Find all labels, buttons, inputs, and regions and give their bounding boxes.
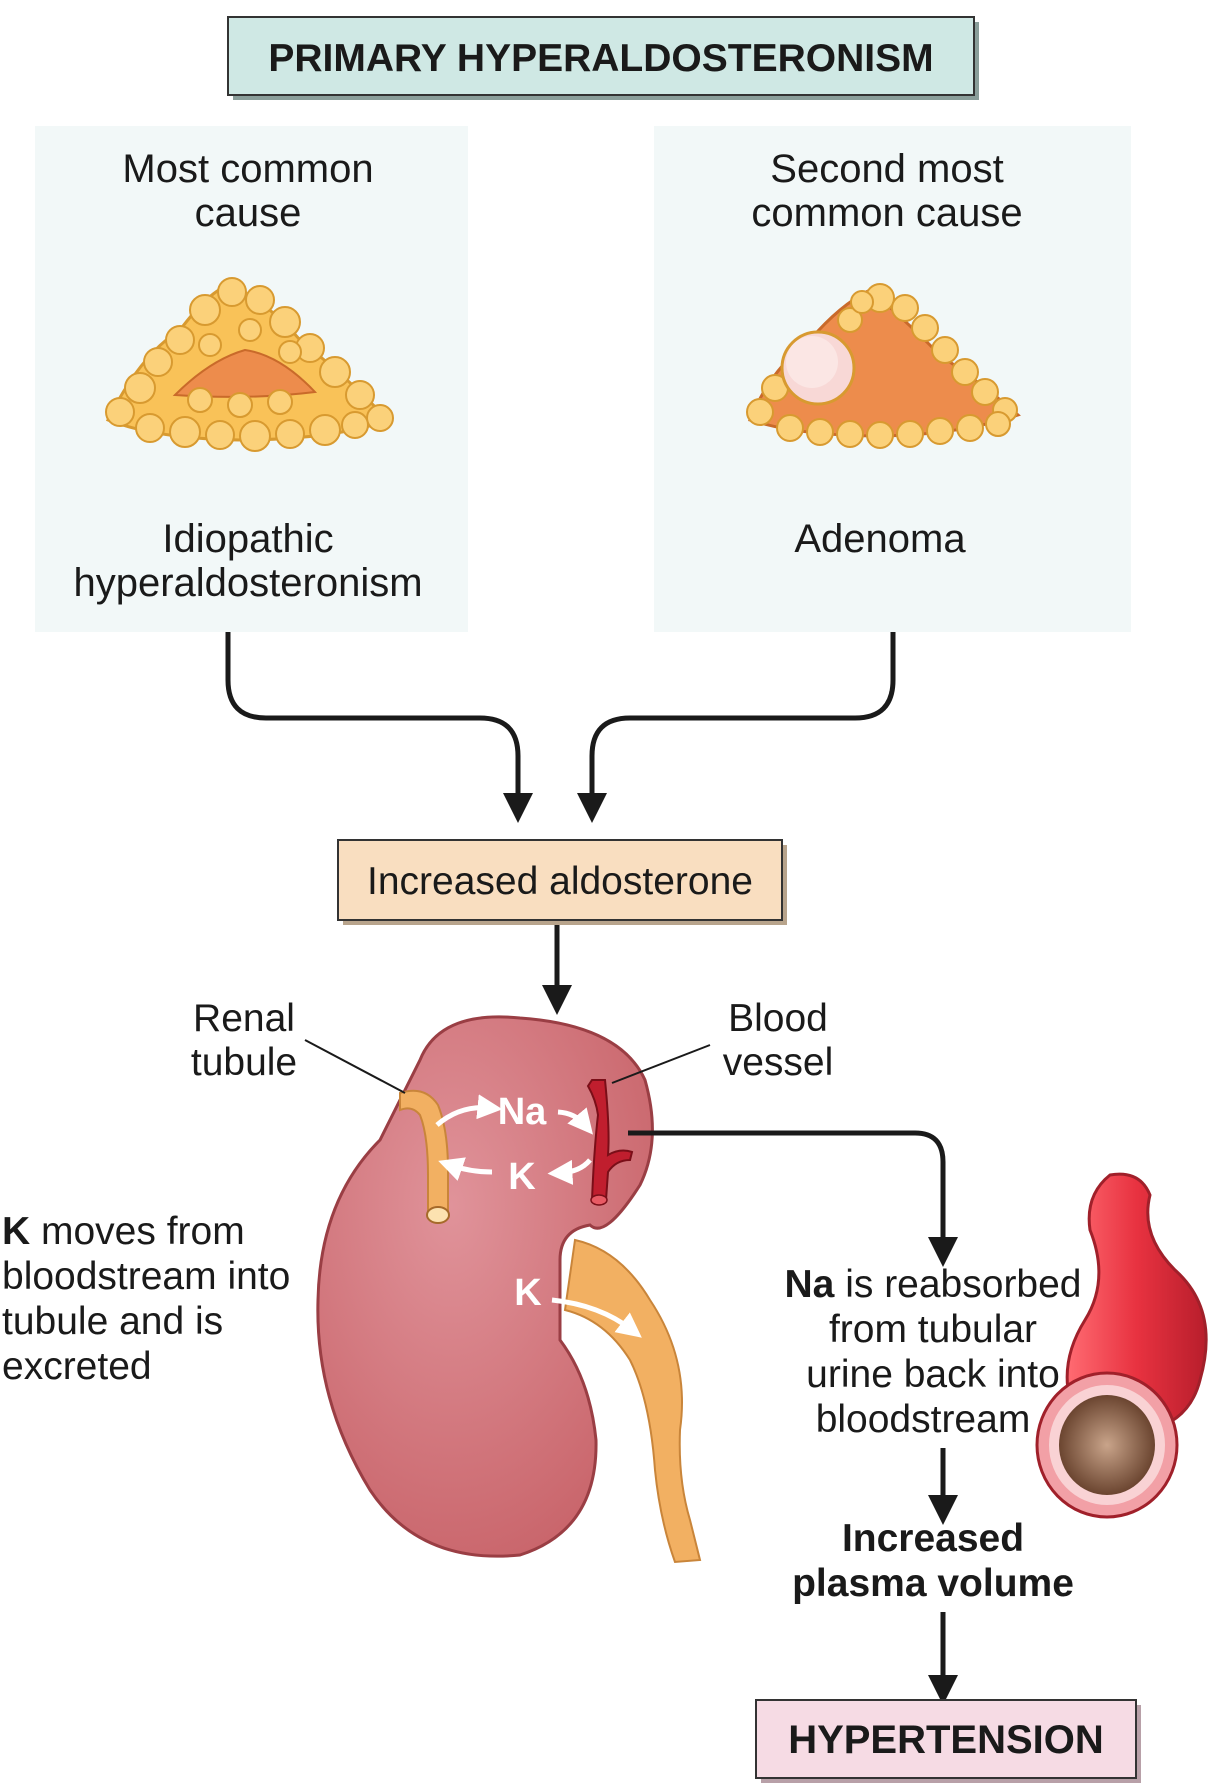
right-cause-panel: Second most common cause Adenoma — [654, 126, 1131, 632]
na-note-line1: Na is reabsorbed — [785, 1263, 1082, 1306]
k-excretion-note: K moves from bloodstream into tubule and… — [2, 1210, 290, 1388]
na-note-line3: urine back into — [806, 1353, 1060, 1396]
k-note-line2: bloodstream into — [2, 1255, 290, 1298]
blood-vessel-label-line1: Blood — [728, 997, 828, 1040]
kidney-illustration: Na K K — [316, 1015, 702, 1564]
converging-arrows — [225, 632, 896, 823]
blood-vessel-label-line2: vessel — [723, 1041, 834, 1084]
renal-tubule-leader — [304, 1039, 406, 1094]
k-bottom-label: K — [514, 1272, 542, 1314]
blood-vessel-illustration — [586, 1079, 634, 1206]
increased-aldosterone-box: Increased aldosterone — [337, 839, 787, 925]
right-panel-heading-line2: common cause — [751, 191, 1022, 235]
adenoma-adrenal-illustration — [746, 283, 1021, 449]
idiopathic-adrenal-illustration — [105, 277, 394, 452]
renal-tubule-label-line2: tubule — [191, 1041, 297, 1084]
blood-vessel-cross-section — [1035, 1172, 1208, 1519]
renal-tubule-illustration — [399, 1089, 450, 1224]
increased-plasma-volume-note: Increased plasma volume — [792, 1517, 1074, 1605]
title-box: PRIMARY HYPERALDOSTERONISM — [227, 16, 979, 100]
increased-aldosterone-label: Increased aldosterone — [367, 860, 753, 903]
na-note-line4: bloodstream — [816, 1398, 1031, 1441]
renal-tubule-label-line1: Renal — [193, 997, 295, 1040]
vessel-to-na-note-arrow — [628, 1130, 958, 1267]
na-note-line2: from tubular — [829, 1308, 1037, 1351]
hypertension-label: HYPERTENSION — [788, 1718, 1104, 1762]
k-note-line4: excreted — [2, 1345, 152, 1388]
k-note-line3: tubule and is — [2, 1300, 223, 1343]
na-label: Na — [498, 1091, 547, 1133]
hypertension-box: HYPERTENSION — [755, 1699, 1141, 1783]
k-note-line1: K moves from — [2, 1210, 245, 1253]
right-panel-name: Adenoma — [794, 517, 966, 561]
left-panel-heading-line2: cause — [195, 191, 302, 235]
page-title: PRIMARY HYPERALDOSTERONISM — [268, 37, 933, 80]
blood-vessel-leader — [611, 1044, 711, 1084]
right-panel-heading-line1: Second most — [770, 147, 1003, 191]
left-panel-name-line1: Idiopathic — [162, 517, 333, 561]
left-panel-name-line2: hyperaldosteronism — [73, 561, 422, 605]
na-reabsorption-note: Na is reabsorbed from tubular urine back… — [785, 1263, 1082, 1441]
left-panel-heading-line1: Most common — [122, 147, 373, 191]
left-cause-panel: Most common cause Idiopathic hyperaldost… — [35, 126, 468, 632]
k-top-label: K — [508, 1156, 536, 1198]
plasma-note-line2: plasma volume — [792, 1562, 1074, 1605]
plasma-note-line1: Increased — [842, 1517, 1024, 1560]
